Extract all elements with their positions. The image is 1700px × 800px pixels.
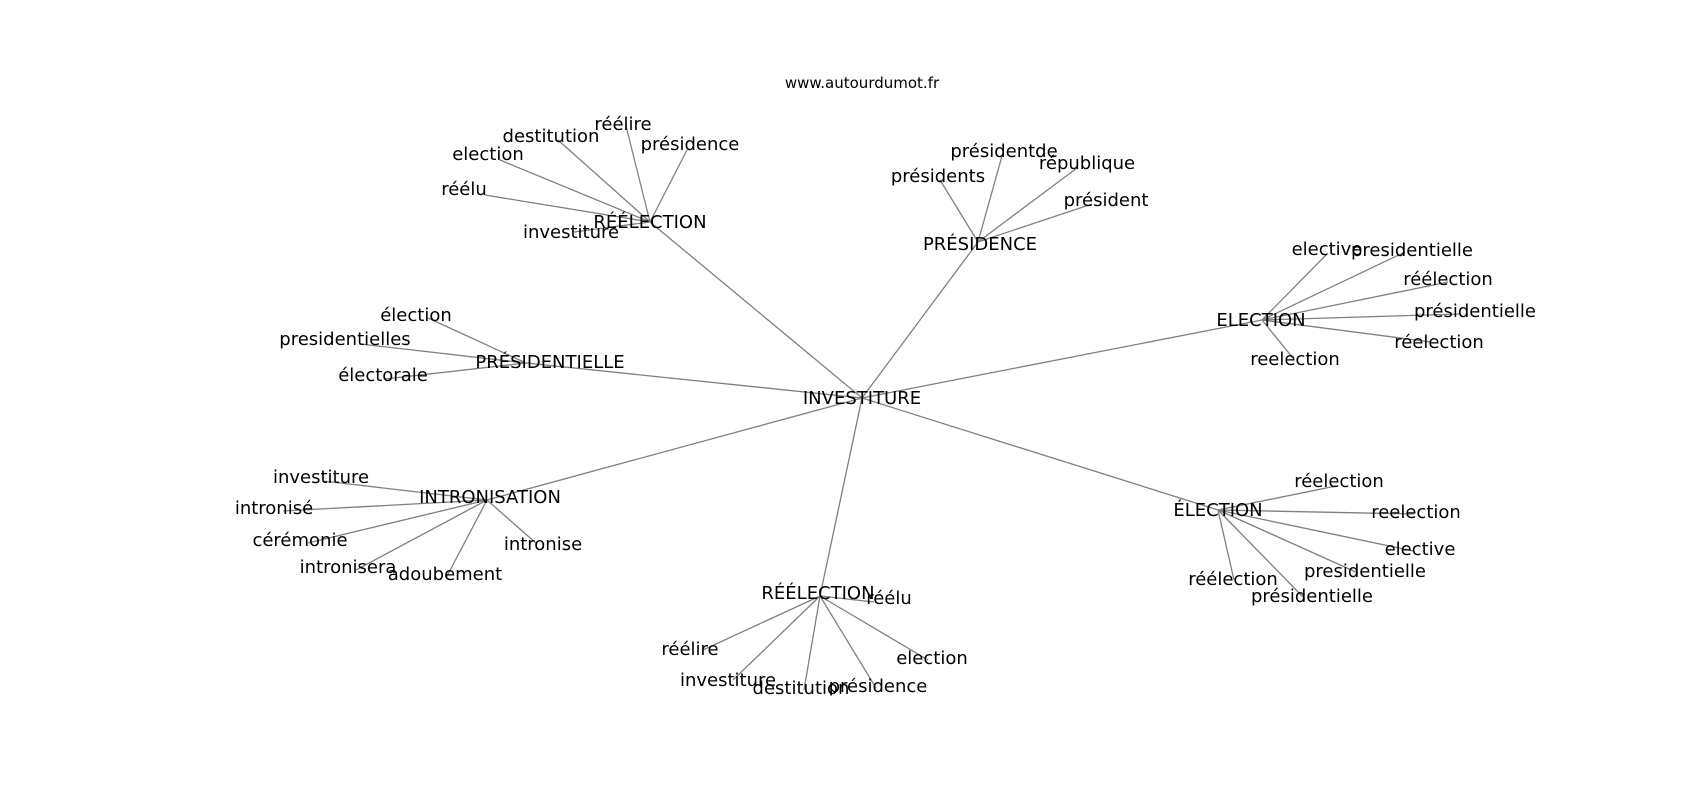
graph-edge (1261, 319, 1432, 343)
graph-edge (1261, 251, 1406, 321)
graph-edge (322, 480, 488, 501)
leaf-label: élection (380, 305, 452, 326)
leaf-label: investiture (523, 222, 619, 243)
leaf-label: presidentielles (279, 329, 410, 350)
graph-edge (307, 499, 488, 544)
leaf-label: election (896, 648, 968, 669)
graph-edge (1261, 253, 1328, 321)
graph-edge (427, 317, 527, 364)
leaf-label: destitution (503, 126, 600, 147)
leaf-label: réelection (1394, 332, 1484, 353)
graph-edge (803, 595, 821, 691)
hub-label: ELECTION (1216, 310, 1305, 331)
leaf-label: électorale (338, 365, 428, 386)
graph-edge (557, 139, 651, 223)
graph-edge (861, 319, 1263, 399)
graph-edge (384, 362, 527, 380)
graph-edge (573, 221, 651, 233)
leaf-label: réelection (1294, 471, 1384, 492)
leaf-label: présidents (891, 166, 985, 187)
graph-edge (359, 343, 527, 364)
graph-edge (525, 362, 863, 399)
leaf-label: elective (1292, 239, 1363, 260)
leaf-label: intronisé (235, 498, 313, 519)
hub-label: ÉLECTION (1173, 499, 1262, 521)
hub-label: RÉÉLECTION (593, 211, 706, 233)
leaf-label: réélection (1403, 269, 1493, 290)
graph-edge (1261, 281, 1449, 321)
leaf-label: république (1039, 153, 1135, 174)
graph-edge (355, 499, 488, 571)
graph-edge (1217, 509, 1415, 515)
graph-edge (939, 179, 979, 243)
graph-edge (977, 167, 1078, 243)
graph-edge (649, 149, 688, 223)
site-watermark: www.autourdumot.fr (785, 74, 940, 92)
graph-edge (1217, 509, 1359, 574)
leaf-label: présidentde (950, 141, 1057, 162)
graph-edge (1217, 509, 1235, 581)
graph-edge (499, 159, 651, 223)
hub-label: INTRONISATION (419, 487, 561, 508)
leaf-label: investiture (680, 670, 776, 691)
graph-edge (1261, 319, 1294, 359)
leaf-label: reelection (1250, 349, 1340, 370)
graph-edge (819, 397, 863, 597)
leaf-label: elective (1385, 539, 1456, 560)
graph-edge (282, 499, 488, 512)
graph-edge (702, 595, 821, 651)
leaf-label: adoubement (388, 564, 502, 585)
leaf-label: reelection (1371, 502, 1461, 523)
graph-edge (445, 499, 488, 579)
leaf-label: président (1064, 190, 1149, 211)
hub-label: RÉÉLECTION (761, 582, 874, 604)
leaf-label: intronisera (300, 557, 397, 578)
leaf-label: réélire (661, 639, 718, 660)
graph-edge (1217, 509, 1414, 552)
graph-edge (486, 397, 863, 501)
leaf-label: investiture (273, 467, 369, 488)
graph-edge (732, 595, 821, 681)
leaf-label: cérémonie (252, 530, 347, 551)
center-node-label: INVESTITURE (803, 388, 921, 409)
leaf-label: réélection (1188, 569, 1278, 590)
graph-edge (1217, 485, 1337, 511)
leaf-label: réélire (594, 114, 651, 135)
leaf-label: destitution (753, 678, 850, 699)
hub-label: PRÉSIDENCE (923, 233, 1037, 255)
leaf-label: election (452, 144, 524, 165)
leaf-label: intronise (504, 534, 582, 555)
graph-edge (1261, 313, 1461, 321)
leaf-label: réélu (866, 588, 912, 609)
graph-edge (625, 125, 651, 223)
graph-edge (861, 397, 1219, 511)
graph-edge (649, 221, 863, 399)
graph-edge (977, 155, 1003, 243)
graph-edge (486, 499, 538, 545)
leaf-label: présidentielle (1414, 301, 1536, 322)
leaf-label: présidence (829, 676, 928, 697)
graph-edge (484, 194, 651, 223)
graph-edge (1217, 509, 1306, 600)
leaf-label: présidentielle (1251, 586, 1373, 607)
graph-edge (819, 595, 877, 689)
graph-edges (282, 125, 1461, 691)
leaf-label: réélu (441, 179, 487, 200)
graph-edge (861, 241, 979, 399)
hub-label: PRÉSIDENTIELLE (475, 351, 624, 373)
graph-edge (977, 203, 1093, 243)
graph-edge (819, 595, 929, 661)
leaf-label: présidence (641, 134, 740, 155)
graph-edge (819, 595, 875, 603)
leaf-label: presidentielle (1351, 240, 1473, 261)
leaf-label: presidentielle (1304, 561, 1426, 582)
